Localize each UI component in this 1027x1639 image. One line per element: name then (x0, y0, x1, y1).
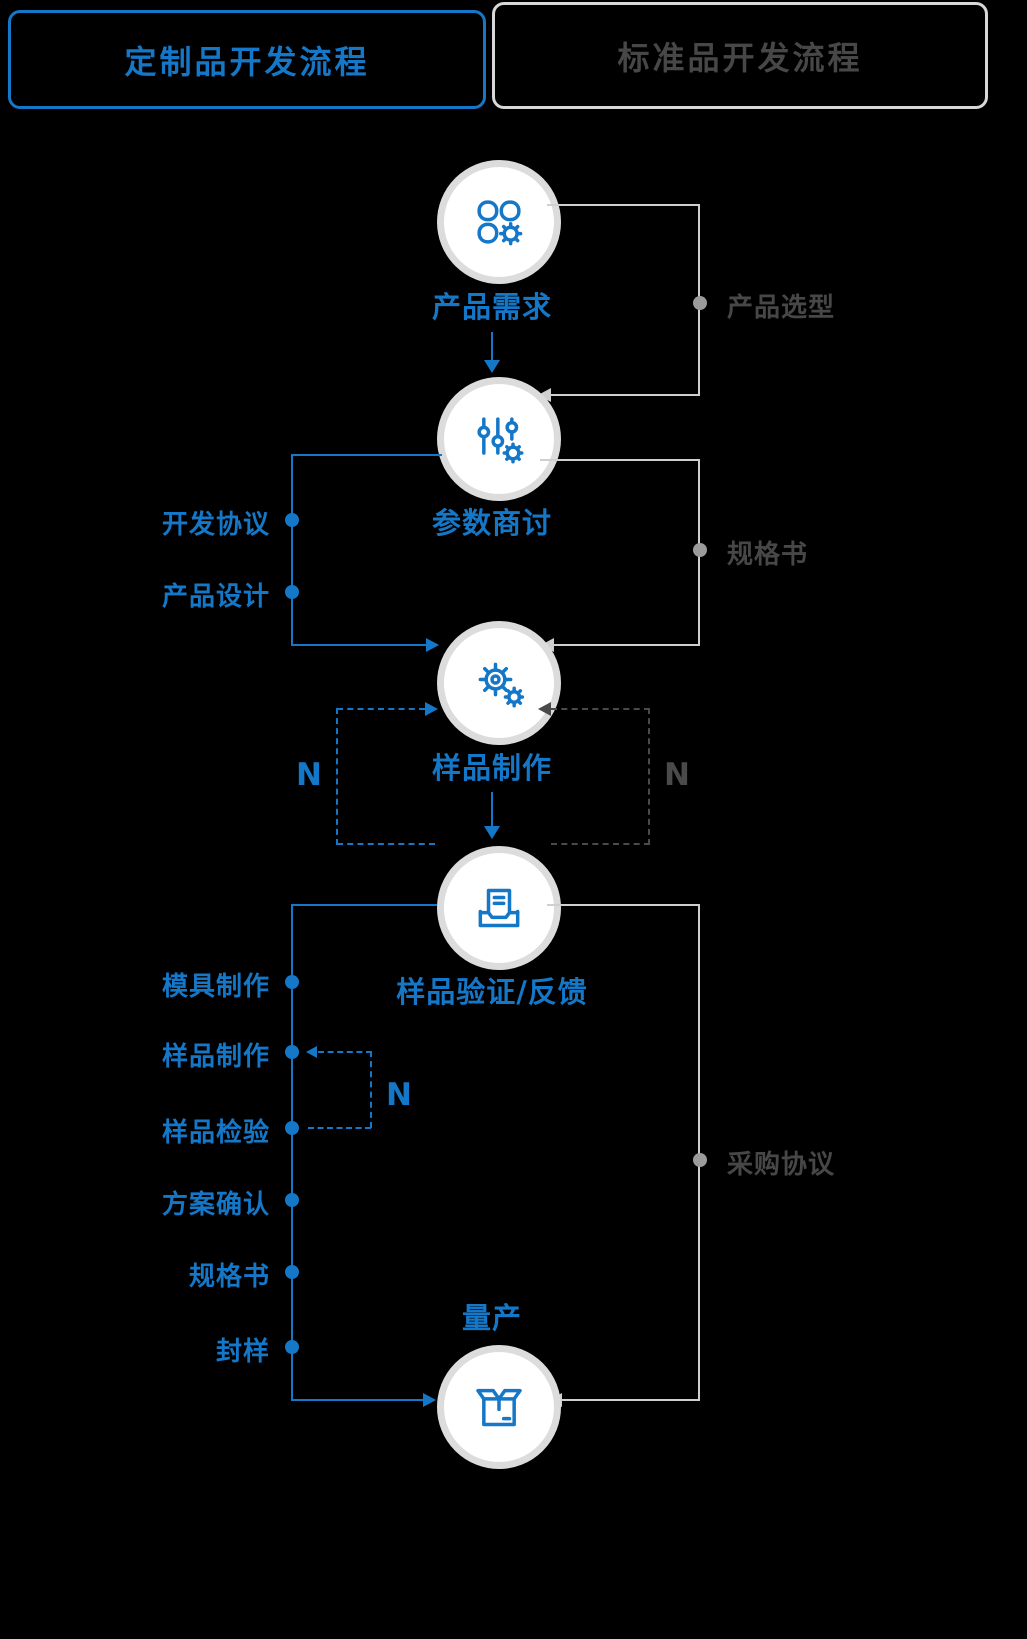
branch-dot-specification (285, 1265, 299, 1279)
sample-verification-icon (478, 888, 520, 928)
node-parameter-discussion (437, 377, 561, 501)
loop-right-n-label: N (664, 757, 690, 793)
label-procurement-agreement: 采购协议 (727, 1150, 836, 1180)
connector-standard-3 (547, 904, 700, 906)
loop-left-dashed (337, 708, 425, 710)
label-sealed-sample: 封样 (215, 1337, 270, 1367)
loop-left-dashed (337, 843, 435, 845)
arrow-down-icon (484, 360, 500, 373)
branch-dot-specification (693, 543, 707, 557)
label-sample-inspection: 样品检验 (161, 1118, 270, 1148)
loop-inner-dashed (370, 1051, 372, 1128)
header-custom-label: 定制品开发流程 (124, 42, 370, 81)
loop-right-dashed (551, 708, 650, 710)
connector-custom-1 (292, 644, 426, 646)
label-specification: 规格书 (727, 540, 809, 570)
branch-dot-procurement-agreement (693, 1153, 707, 1167)
connector-node1-node2 (491, 332, 493, 362)
node-sample-verification (437, 846, 561, 970)
product-requirements-icon (477, 200, 523, 246)
sample-making-icon (478, 662, 525, 708)
connector-standard-2 (540, 459, 700, 461)
connector-standard-1 (551, 394, 700, 396)
label-product-design: 产品设计 (161, 582, 270, 612)
node-label-product-requirements: 产品需求 (431, 290, 552, 324)
connector-custom-2 (292, 1399, 423, 1401)
branch-dot-plan-confirmation (285, 1193, 299, 1207)
connector-node3-node4 (491, 792, 493, 828)
branch-dot-mold-making (285, 975, 299, 989)
label-development-agreement: 开发协议 (161, 510, 270, 540)
node-sample-making (437, 621, 561, 745)
label-plan-confirmation: 方案确认 (161, 1190, 270, 1220)
node-product-requirements (437, 160, 561, 284)
loop-right-dashed (648, 708, 650, 845)
connector-custom-2 (292, 904, 437, 906)
arrow-down-icon (484, 826, 500, 839)
header-custom-process: 定制品开发流程 (8, 10, 486, 109)
connector-standard-1 (547, 204, 700, 206)
branch-dot-development-agreement (285, 513, 299, 527)
connector-custom-1 (292, 454, 442, 456)
node-mass-production (437, 1345, 561, 1469)
node-label-sample-verification: 样品验证/反馈 (396, 975, 588, 1009)
label-specification-2: 规格书 (188, 1262, 270, 1292)
connector-standard-3 (698, 904, 700, 1401)
loop-inner-dashed (308, 1127, 371, 1129)
arrow-left-icon (538, 702, 551, 716)
loop-inner-dashed (318, 1051, 372, 1053)
connector-custom-1 (291, 454, 293, 646)
loop-left-n-label: N (296, 757, 322, 793)
connector-custom-2 (291, 904, 293, 1401)
loop-inner-n-label: N (386, 1077, 412, 1113)
label-product-selection: 产品选型 (727, 293, 836, 323)
arrow-right-icon (423, 1393, 436, 1407)
label-mold-making: 模具制作 (161, 972, 270, 1002)
branch-dot-sample-inspection (285, 1121, 299, 1135)
arrow-left-icon (306, 1046, 317, 1058)
label-sample-making: 样品制作 (161, 1042, 270, 1072)
arrow-right-icon (426, 638, 439, 652)
node-label-parameter-discussion: 参数商讨 (431, 506, 552, 540)
header-standard-label: 标准品开发流程 (617, 38, 863, 77)
branch-dot-product-design (285, 585, 299, 599)
parameter-discussion-icon (477, 417, 524, 464)
node-label-sample-making: 样品制作 (431, 751, 552, 785)
arrow-right-icon (425, 702, 438, 716)
branch-dot-sealed-sample (285, 1340, 299, 1354)
connector-standard-3 (562, 1399, 700, 1401)
loop-right-dashed (551, 843, 650, 845)
mass-production-icon (476, 1388, 522, 1427)
connector-standard-2 (554, 644, 700, 646)
branch-dot-sample-making (285, 1045, 299, 1059)
loop-left-dashed (336, 708, 338, 845)
node-label-mass-production: 量产 (461, 1301, 522, 1335)
branch-dot-product-selection (693, 296, 707, 310)
header-standard-process: 标准品开发流程 (492, 2, 988, 109)
